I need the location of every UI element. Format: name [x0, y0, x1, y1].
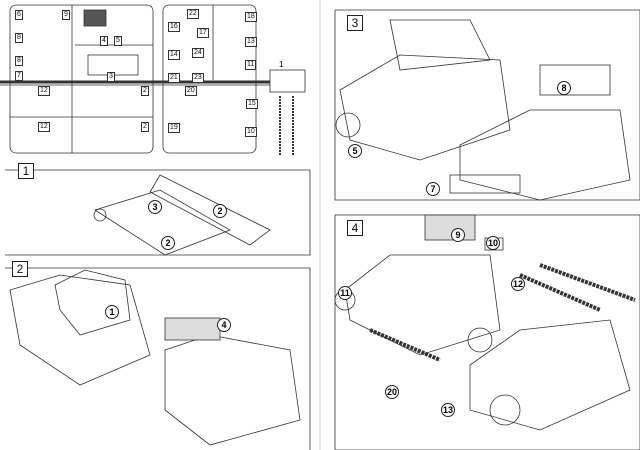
part-callout: 2 [213, 204, 227, 218]
part-callout: 10 [486, 236, 500, 250]
sprue-label: 3 [107, 72, 115, 82]
sprue-part-label: 1 [279, 60, 284, 69]
sprue-label: 19 [168, 123, 180, 133]
step-1-number: 1 [18, 163, 34, 179]
sprue-label: 13 [245, 37, 257, 47]
part-callout: 4 [217, 318, 231, 332]
part-callout: 1 [105, 305, 119, 319]
part-callout: 7 [426, 182, 440, 196]
sprue-label: 2 [141, 122, 149, 132]
part-callout: 11 [338, 286, 352, 300]
sprue-label: 18 [245, 12, 257, 22]
sprue-label: 24 [192, 48, 204, 58]
sprue-label: 5 [114, 36, 122, 46]
sprue-label: 21 [168, 73, 180, 83]
part-callout: 8 [557, 81, 571, 95]
sprue-label: 14 [168, 50, 180, 60]
sprue-label: 6 [15, 10, 23, 20]
part-callout: 13 [441, 403, 455, 417]
sprue-label: 10 [245, 127, 257, 137]
part-callout: 20 [385, 385, 399, 399]
sprue-label: 17 [197, 28, 209, 38]
sprue-label: 22 [187, 9, 199, 19]
sprue-label: 7 [15, 71, 23, 81]
sprue-label: 9 [62, 10, 70, 20]
sprue-label: 8 [15, 56, 23, 66]
sprue-label: 8 [15, 33, 23, 43]
sprue-label: 12 [38, 122, 50, 132]
sprue-label: 11 [245, 60, 257, 70]
part-callout: 5 [348, 144, 362, 158]
step-4-number: 4 [347, 220, 363, 236]
sprue-label: 16 [168, 22, 180, 32]
step-3-number: 3 [347, 15, 363, 31]
sprue-label: 20 [185, 86, 197, 96]
sprue-label: 23 [192, 73, 204, 83]
part-callout: 12 [511, 277, 525, 291]
sprue-label: 4 [100, 36, 108, 46]
sprue-label: 12 [38, 86, 50, 96]
sprue-label: 2 [141, 86, 149, 96]
step-2-number: 2 [12, 261, 28, 277]
part-callout: 3 [148, 200, 162, 214]
part-callout: 2 [161, 236, 175, 250]
part-callout: 9 [451, 228, 465, 242]
sprue-label: 15 [246, 99, 258, 109]
